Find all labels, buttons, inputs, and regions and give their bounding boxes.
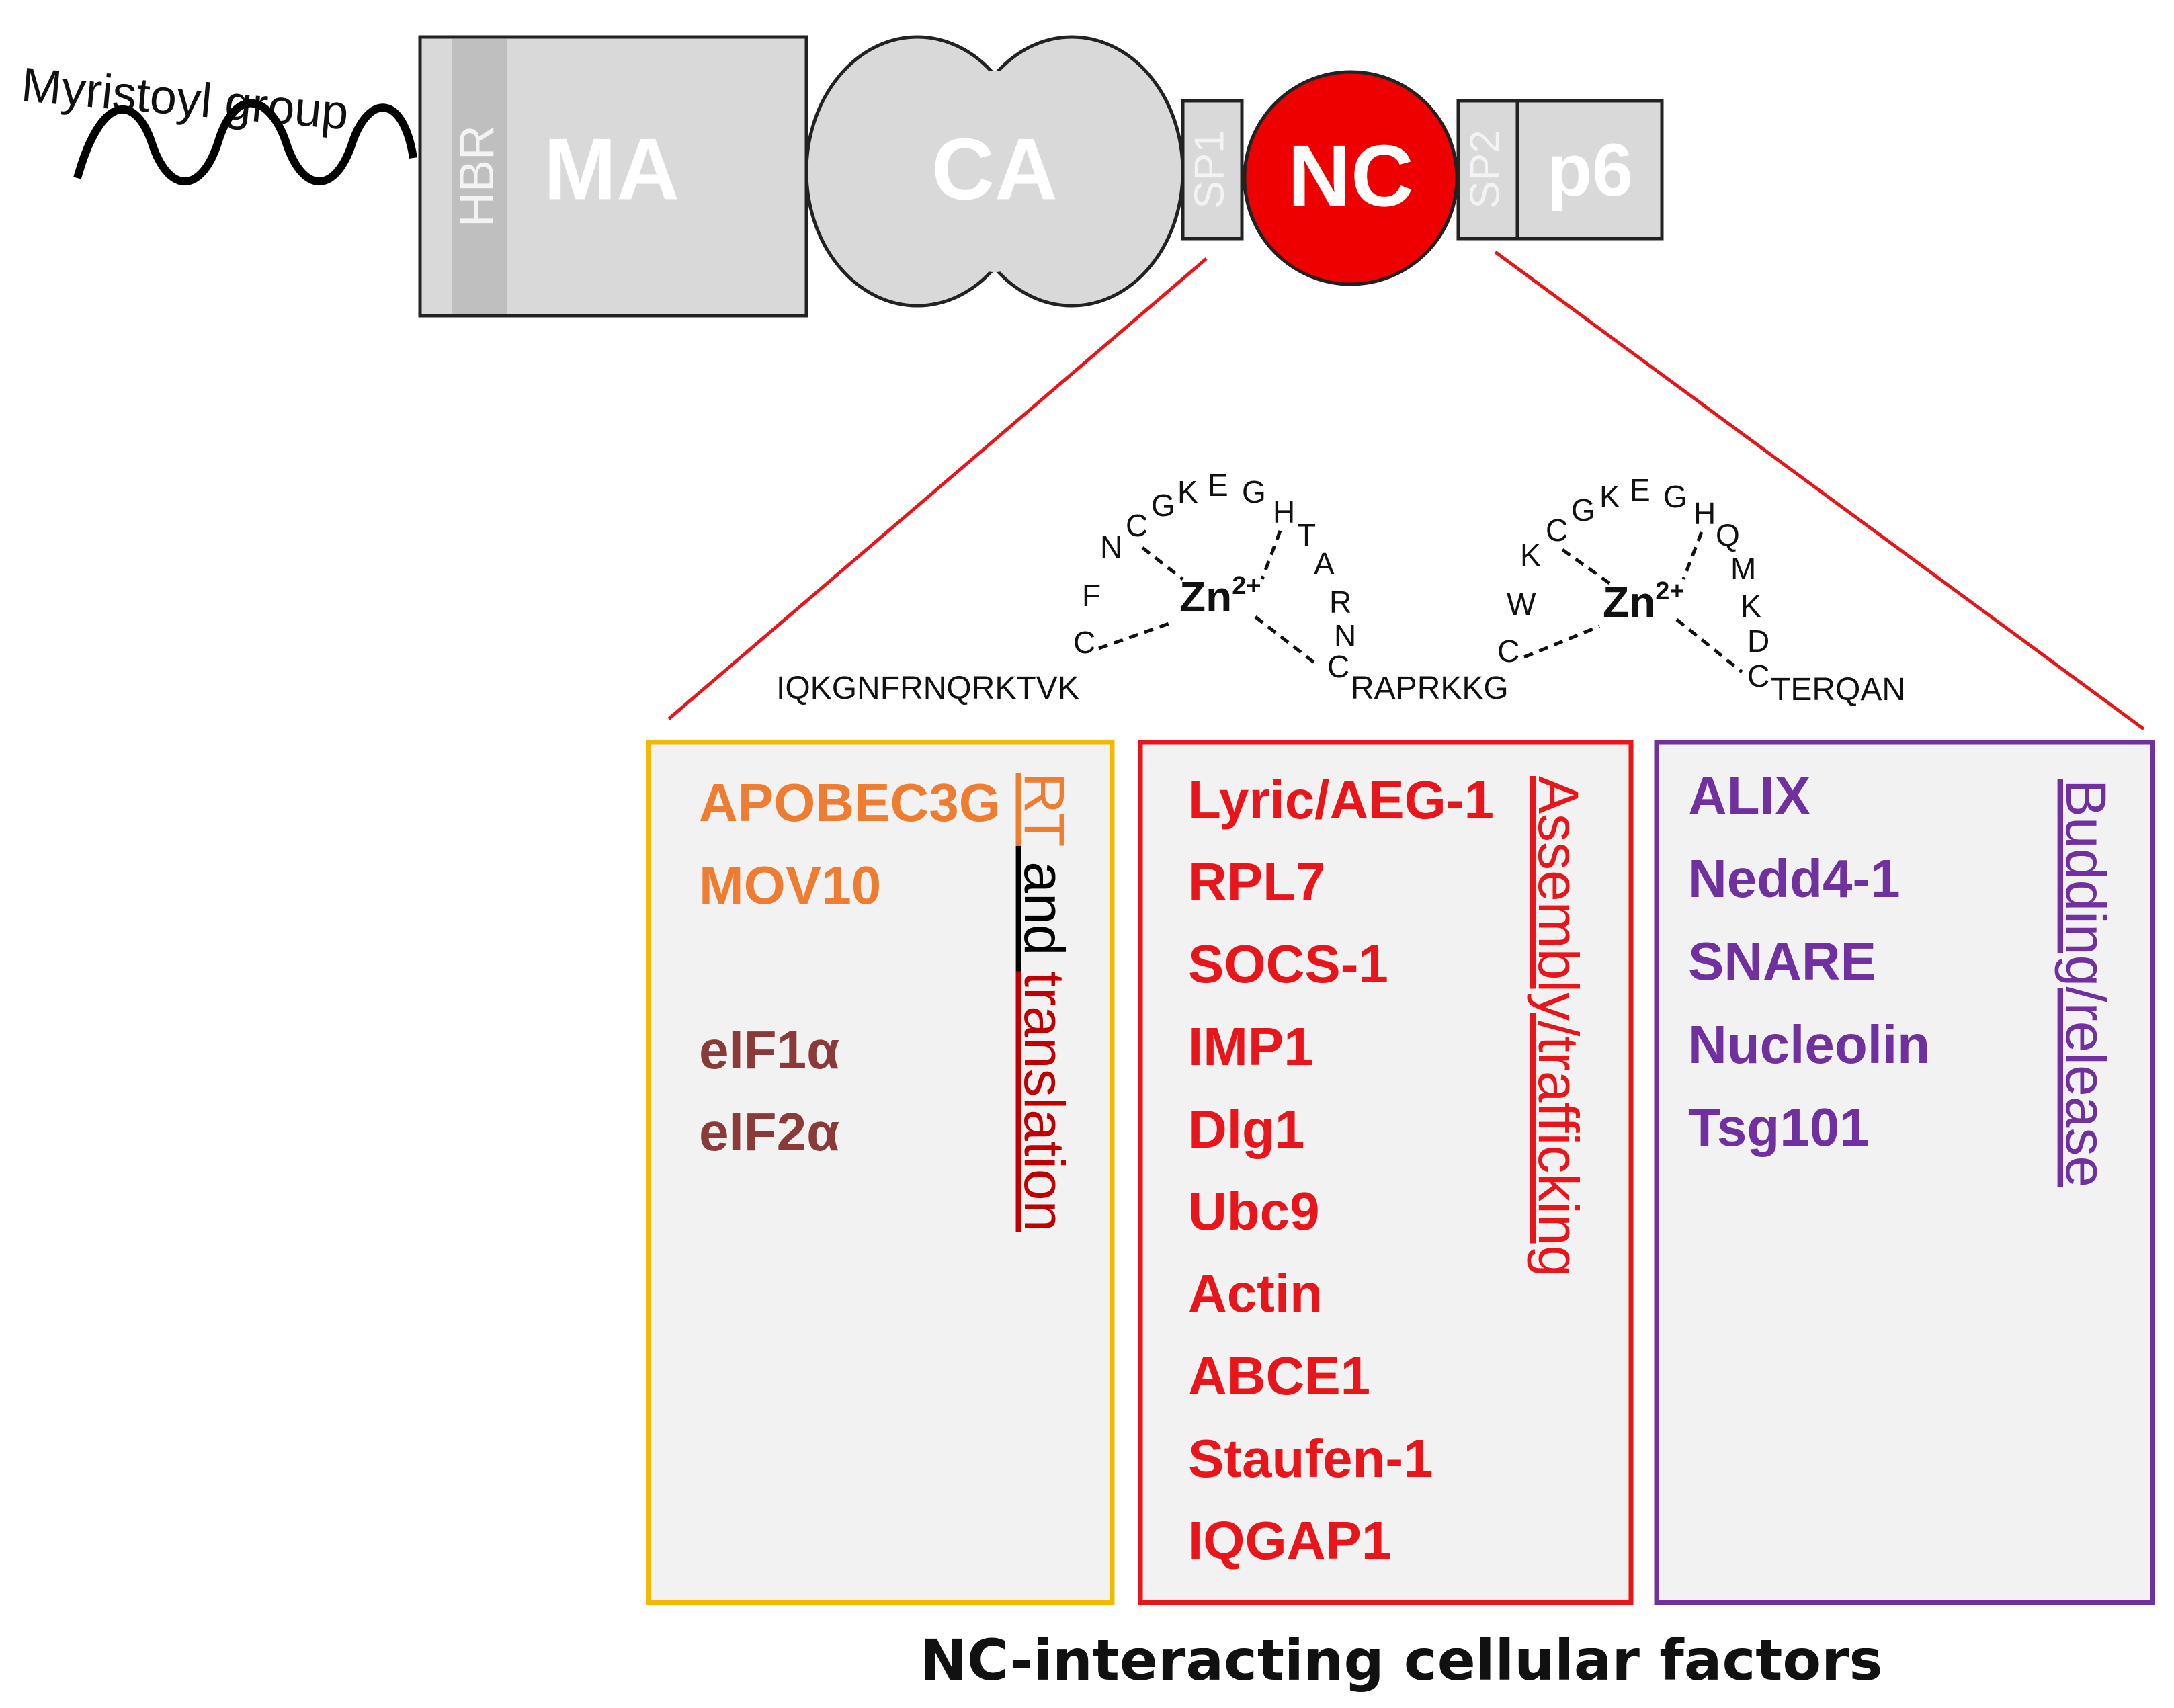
factor-rpl7: RPL7	[1188, 852, 1326, 912]
sequence-n-terminus: IQKGNFRNQRKTVK	[776, 671, 1079, 706]
zoom-line-left	[667, 257, 1208, 720]
zf1-residue: C	[1073, 625, 1095, 660]
category-and: and	[1013, 846, 1076, 972]
nc-sequence: IQKGNFRNQRKTVK C F N C G K E G H T A R N…	[776, 468, 1905, 708]
category-rt-and-translation: RT and translation	[1013, 773, 1076, 1232]
factor-socs1: SOCS-1	[1188, 934, 1388, 994]
zf2-residue: K	[1520, 538, 1541, 572]
zf2-coordination-bonds	[1523, 531, 1743, 673]
zinc-symbol: Zn	[1179, 572, 1232, 621]
factor-nedd4-1: Nedd4-1	[1688, 849, 1900, 908]
factor-staufen1: Staufen-1	[1188, 1428, 1433, 1488]
factor-apobec3g: APOBEC3G	[699, 773, 1001, 832]
factor-mov10: MOV10	[699, 855, 881, 915]
category-budding-release: Budding/release	[2054, 779, 2118, 1187]
ma-label: MA	[544, 120, 679, 218]
zf2-residue: C	[1747, 658, 1769, 693]
zinc-finger-1: C F N C G K E G H T A R N C Zn2+	[1073, 468, 1356, 684]
factor-eif2a: eIF2α	[699, 1102, 839, 1162]
zf2-residue: H	[1694, 496, 1716, 531]
category-translation: translation	[1013, 972, 1076, 1232]
zf1-coordination-bonds	[1098, 530, 1317, 665]
assembly-box-frame	[1138, 740, 1634, 1605]
zf1-residue: C	[1327, 649, 1349, 684]
factor-tsg101: Tsg101	[1688, 1097, 1870, 1157]
sp2-label: SP2	[1462, 130, 1508, 208]
gag-polyprotein: Myristoyl group HBR MA CA SP1 NC SP2 p6	[19, 35, 1664, 318]
sp1-label: SP1	[1186, 130, 1232, 208]
budding-release-box: ALIX Nedd4-1 SNARE Nucleolin Tsg101 Budd…	[1654, 740, 2155, 1605]
zf1-residue: K	[1177, 474, 1198, 509]
zf1-residue: H	[1273, 495, 1295, 529]
zf1-residue: N	[1334, 618, 1356, 653]
zf2-residue: E	[1630, 472, 1650, 507]
budding-box-frame	[1654, 740, 2155, 1605]
assembly-trafficking-box: Lyric/AEG-1 RPL7 SOCS-1 IMP1 Dlg1 Ubc9 A…	[1138, 740, 1634, 1605]
sequence-c-terminus: TERQAN	[1771, 672, 1905, 708]
factor-lyric-aeg1: Lyric/AEG-1	[1188, 770, 1494, 830]
ca-label: CA	[931, 120, 1058, 218]
factor-nucleolin: Nucleolin	[1688, 1015, 1930, 1074]
factor-abce1: ABCE1	[1188, 1346, 1370, 1406]
myristoyl-label: Myristoyl group	[19, 58, 351, 140]
zf2-residue: M	[1730, 551, 1756, 586]
sequence-linker: RAPRKKG	[1351, 671, 1509, 706]
p6-domain	[1515, 99, 1664, 241]
zinc-charge: 2+	[1232, 572, 1261, 600]
zinc-ion-1: Zn2+	[1179, 572, 1261, 621]
zf2-residue: C	[1546, 513, 1568, 548]
zf1-residue: C	[1126, 508, 1148, 543]
zf1-residue: N	[1100, 529, 1122, 564]
zf2-residue: D	[1747, 624, 1769, 658]
rt-box-frame	[646, 740, 1115, 1605]
zf1-residue: E	[1208, 468, 1228, 503]
category-rt: RT	[1013, 773, 1076, 846]
factor-actin: Actin	[1188, 1263, 1323, 1323]
hbr-label: HBR	[450, 125, 504, 227]
zinc-charge: 2+	[1655, 577, 1684, 605]
factor-ubc9: Ubc9	[1188, 1181, 1320, 1241]
zf2-residue: Q	[1716, 517, 1740, 552]
nc-label: NC	[1288, 126, 1414, 224]
category-assembly-trafficking: Assembly/trafficking	[1527, 776, 1590, 1277]
factor-dlg1: Dlg1	[1188, 1099, 1304, 1159]
ca-domain-shape	[804, 35, 1185, 308]
zf2-residue: G	[1663, 479, 1687, 514]
zf2-residue: C	[1497, 634, 1519, 669]
zf1-residue: F	[1082, 578, 1101, 613]
zf1-residue: G	[1242, 474, 1266, 509]
p6-label: p6	[1547, 129, 1633, 212]
zf2-residue: K	[1741, 589, 1761, 624]
factor-snare: SNARE	[1688, 931, 1876, 991]
zf1-residue: A	[1314, 546, 1335, 581]
zf2-residue: G	[1571, 493, 1595, 527]
rt-translation-box: APOBEC3G MOV10 eIF1α eIF2α RT and transl…	[646, 740, 1115, 1605]
zf2-residue: K	[1599, 479, 1620, 514]
sp2-domain	[1456, 99, 1519, 241]
zinc-symbol: Zn	[1603, 578, 1655, 626]
factor-iqgap1: IQGAP1	[1188, 1510, 1391, 1570]
zoom-line-right	[1494, 250, 2145, 731]
figure-caption: NC-interacting cellular factors	[919, 1627, 1882, 1693]
zinc-finger-2: C W K C G K E G H Q M K D C Zn2+	[1497, 472, 1769, 693]
myristoyl-wave	[73, 99, 417, 185]
factor-alix: ALIX	[1688, 766, 1810, 826]
hbr-region	[452, 39, 507, 314]
zf1-residue: T	[1297, 517, 1316, 552]
zinc-ion-2: Zn2+	[1603, 577, 1685, 626]
zf1-residue: R	[1329, 585, 1351, 620]
factor-imp1: IMP1	[1188, 1017, 1314, 1076]
sp1-domain	[1181, 99, 1244, 241]
zf1-residue: G	[1151, 488, 1175, 523]
zf2-residue: W	[1507, 587, 1536, 622]
factor-eif1a: eIF1α	[699, 1020, 839, 1080]
